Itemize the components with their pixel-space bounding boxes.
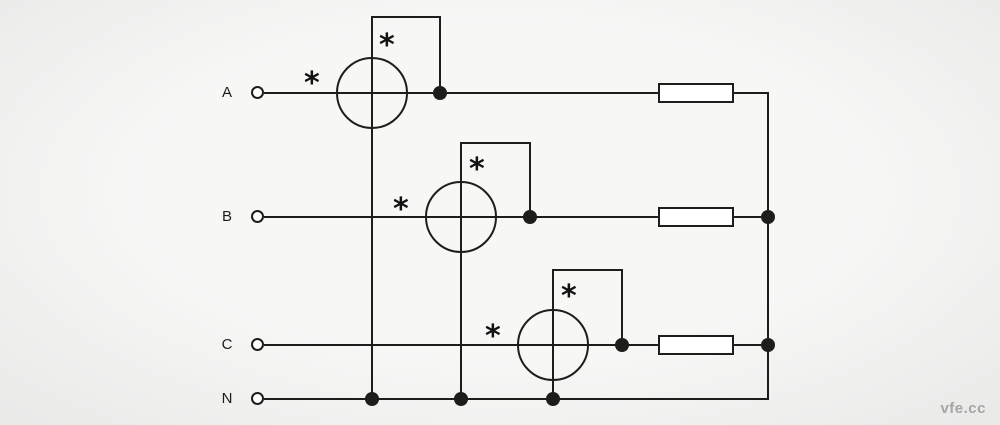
terminal-phase-b [251, 210, 264, 223]
wire-phase-a [264, 92, 768, 94]
polarity-mark-icon: * [304, 66, 320, 101]
wattmeter-c-loop-right-wire [621, 269, 623, 346]
wire-phase-c [264, 344, 768, 346]
phase-label-c: C [221, 336, 233, 353]
phase-label-b: B [221, 208, 232, 225]
wattmeter-b-coil-circle [425, 181, 497, 253]
polarity-mark-icon: * [561, 279, 577, 314]
junction-dot [615, 338, 629, 352]
wire-phase-b [264, 216, 768, 218]
polarity-mark-icon: * [469, 152, 485, 187]
phase-label-n: N [221, 390, 233, 407]
wattmeter-b-voltage-tap-wire [460, 142, 462, 400]
wattmeter-b-loop-top-wire [460, 142, 531, 144]
wattmeter-b-loop-right-wire [529, 142, 531, 218]
junction-dot [365, 392, 379, 406]
wattmeter-a-voltage-tap-wire [371, 16, 373, 400]
junction-dot [523, 210, 537, 224]
junction-dot [761, 338, 775, 352]
terminal-phase-c [251, 338, 264, 351]
phase-label-a: A [221, 84, 232, 101]
load-phase-a [658, 83, 734, 103]
terminal-phase-a [251, 86, 264, 99]
junction-dot [761, 210, 775, 224]
watermark: vfe.cc [940, 400, 986, 417]
wire-right-bus [767, 92, 769, 400]
polarity-mark-icon: * [485, 319, 501, 354]
wattmeter-c-coil-circle [517, 309, 589, 381]
wattmeter-c-loop-top-wire [552, 269, 623, 271]
wire-neutral [264, 398, 768, 400]
wattmeter-a-loop-top-wire [371, 16, 441, 18]
load-phase-b [658, 207, 734, 227]
polarity-mark-icon: * [393, 192, 409, 227]
junction-dot [454, 392, 468, 406]
load-phase-c [658, 335, 734, 355]
terminal-neutral [251, 392, 264, 405]
polarity-mark-icon: * [379, 28, 395, 63]
wattmeter-a-coil-circle [336, 57, 408, 129]
wattmeter-a-loop-right-wire [439, 16, 441, 94]
junction-dot [546, 392, 560, 406]
junction-dot [433, 86, 447, 100]
